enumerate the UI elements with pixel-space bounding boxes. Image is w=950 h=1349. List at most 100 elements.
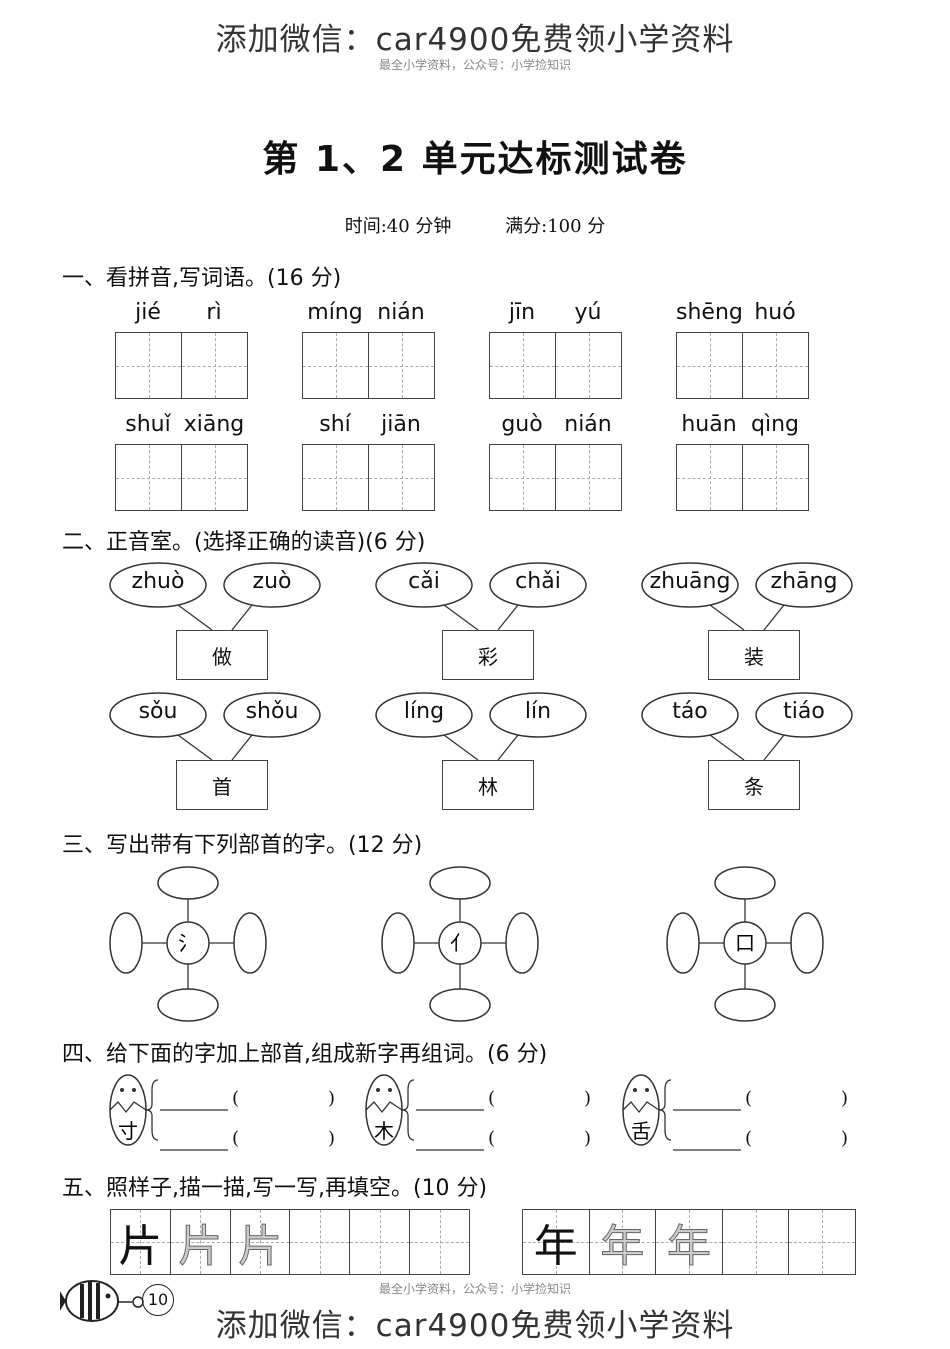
writing-grid[interactable] bbox=[676, 444, 809, 511]
pinyin-option-oval[interactable] bbox=[375, 562, 473, 608]
writing-grid[interactable] bbox=[302, 444, 435, 511]
answer-oval[interactable] bbox=[666, 912, 700, 974]
answer-oval[interactable] bbox=[714, 988, 776, 1022]
paren-open: ( bbox=[232, 1088, 240, 1109]
tian-cell[interactable] bbox=[181, 333, 247, 398]
tian-cell[interactable] bbox=[116, 445, 181, 510]
writing-grid[interactable] bbox=[489, 332, 622, 399]
pinyin-option-oval[interactable] bbox=[489, 562, 587, 608]
answer-oval[interactable] bbox=[790, 912, 824, 974]
answer-oval[interactable] bbox=[109, 912, 143, 974]
paren-open: ( bbox=[745, 1088, 753, 1109]
pinyin-option-b[interactable]: zuò bbox=[252, 569, 292, 594]
pinyin-label: yú bbox=[574, 300, 602, 325]
tian-cell[interactable] bbox=[368, 333, 434, 398]
character-box: 彩 bbox=[442, 630, 534, 680]
connector-line bbox=[443, 734, 479, 761]
tracing-grid-pian: 片 片 片 bbox=[110, 1209, 470, 1275]
tian-cell[interactable] bbox=[677, 445, 742, 510]
answer-oval[interactable] bbox=[505, 912, 539, 974]
paren-close: ) bbox=[328, 1088, 336, 1109]
faint-note-top: 最全小学资料，公众号：小学捡知识 bbox=[378, 58, 571, 72]
answer-oval[interactable] bbox=[233, 912, 267, 974]
crack-line bbox=[109, 1101, 147, 1114]
pinyin-option-a[interactable]: cǎi bbox=[408, 569, 440, 594]
writing-grid[interactable] bbox=[115, 444, 248, 511]
pinyin-label: nián bbox=[377, 300, 425, 325]
pinyin-option-a[interactable]: táo bbox=[672, 699, 708, 724]
tian-cell[interactable] bbox=[490, 445, 555, 510]
pinyin-label: jīn bbox=[508, 300, 536, 325]
tian-cell[interactable] bbox=[181, 445, 247, 510]
writing-grid[interactable] bbox=[489, 444, 622, 511]
pinyin-option-oval[interactable] bbox=[641, 692, 739, 738]
pinyin-label: huó bbox=[754, 300, 796, 325]
pinyin-option-b[interactable]: lín bbox=[524, 699, 552, 724]
tian-cell[interactable] bbox=[368, 445, 434, 510]
writing-grid[interactable] bbox=[676, 332, 809, 399]
answer-oval[interactable] bbox=[157, 988, 219, 1022]
connector-line bbox=[497, 734, 519, 761]
answer-oval[interactable] bbox=[157, 866, 219, 900]
pinyin-option-a[interactable]: sǒu bbox=[138, 699, 178, 724]
character-box: 做 bbox=[176, 630, 268, 680]
pinyin-option-oval[interactable] bbox=[109, 692, 207, 738]
word-answer-space[interactable] bbox=[500, 1088, 580, 1112]
tian-cell[interactable] bbox=[303, 445, 368, 510]
answer-oval[interactable] bbox=[429, 866, 491, 900]
word-answer-space[interactable] bbox=[757, 1088, 837, 1112]
answer-oval[interactable] bbox=[429, 988, 491, 1022]
pinyin-option-oval[interactable] bbox=[223, 562, 321, 608]
tian-cell-empty[interactable] bbox=[289, 1210, 350, 1274]
pinyin-option-a[interactable]: líng bbox=[403, 699, 445, 724]
pinyin-option-a[interactable]: zhuò bbox=[131, 569, 185, 594]
pinyin-option-b[interactable]: shǒu bbox=[245, 699, 299, 724]
tian-cell[interactable] bbox=[742, 333, 808, 398]
answer-oval[interactable] bbox=[381, 912, 415, 974]
tian-cell-empty[interactable] bbox=[409, 1210, 469, 1274]
trace-char: 年 bbox=[600, 1221, 645, 1273]
egg-character: 寸 bbox=[118, 1119, 138, 1143]
tian-cell[interactable] bbox=[677, 333, 742, 398]
word-answer-space[interactable] bbox=[757, 1128, 837, 1152]
character-box: 林 bbox=[442, 760, 534, 810]
pronunciation-diagram bbox=[109, 562, 853, 761]
egg-eye bbox=[388, 1088, 392, 1092]
radical-circle bbox=[723, 921, 767, 965]
tian-cell[interactable] bbox=[555, 445, 621, 510]
pinyin-option-oval[interactable] bbox=[223, 692, 321, 738]
paren-close: ) bbox=[841, 1088, 849, 1109]
word-answer-space[interactable] bbox=[244, 1128, 324, 1152]
tian-cell-empty[interactable] bbox=[349, 1210, 409, 1274]
pinyin-option-oval[interactable] bbox=[641, 562, 739, 608]
paren-open: ( bbox=[488, 1088, 496, 1109]
radical-label: 亻 bbox=[450, 931, 470, 955]
word-answer-space[interactable] bbox=[244, 1088, 324, 1112]
tian-cell[interactable] bbox=[116, 333, 181, 398]
connector-line bbox=[443, 604, 479, 631]
connector-line bbox=[231, 734, 253, 761]
pinyin-option-oval[interactable] bbox=[375, 692, 473, 738]
tian-cell[interactable] bbox=[303, 333, 368, 398]
brace-bracket bbox=[401, 1079, 415, 1141]
word-answer-space[interactable] bbox=[500, 1128, 580, 1152]
pinyin-option-b[interactable]: tiáo bbox=[783, 699, 825, 724]
pinyin-option-b[interactable]: zhāng bbox=[770, 569, 838, 594]
pinyin-option-a[interactable]: zhuāng bbox=[649, 569, 731, 594]
pinyin-option-b[interactable]: chǎi bbox=[515, 569, 561, 594]
faint-note-bottom: 最全小学资料，公众号：小学捡知识 bbox=[378, 1282, 571, 1296]
pinyin-option-oval[interactable] bbox=[109, 562, 207, 608]
tian-cell[interactable] bbox=[742, 445, 808, 510]
tian-cell-empty[interactable] bbox=[721, 1210, 789, 1274]
pinyin-option-oval[interactable] bbox=[489, 692, 587, 738]
writing-grid[interactable] bbox=[115, 332, 248, 399]
writing-grid[interactable] bbox=[302, 332, 435, 399]
answer-oval[interactable] bbox=[714, 866, 776, 900]
pinyin-option-oval[interactable] bbox=[755, 692, 853, 738]
tian-cell[interactable] bbox=[490, 333, 555, 398]
tian-cell[interactable] bbox=[555, 333, 621, 398]
egg-eye bbox=[132, 1088, 136, 1092]
pinyin-option-oval[interactable] bbox=[755, 562, 853, 608]
connector-line bbox=[709, 604, 745, 631]
tian-cell-empty[interactable] bbox=[788, 1210, 855, 1274]
